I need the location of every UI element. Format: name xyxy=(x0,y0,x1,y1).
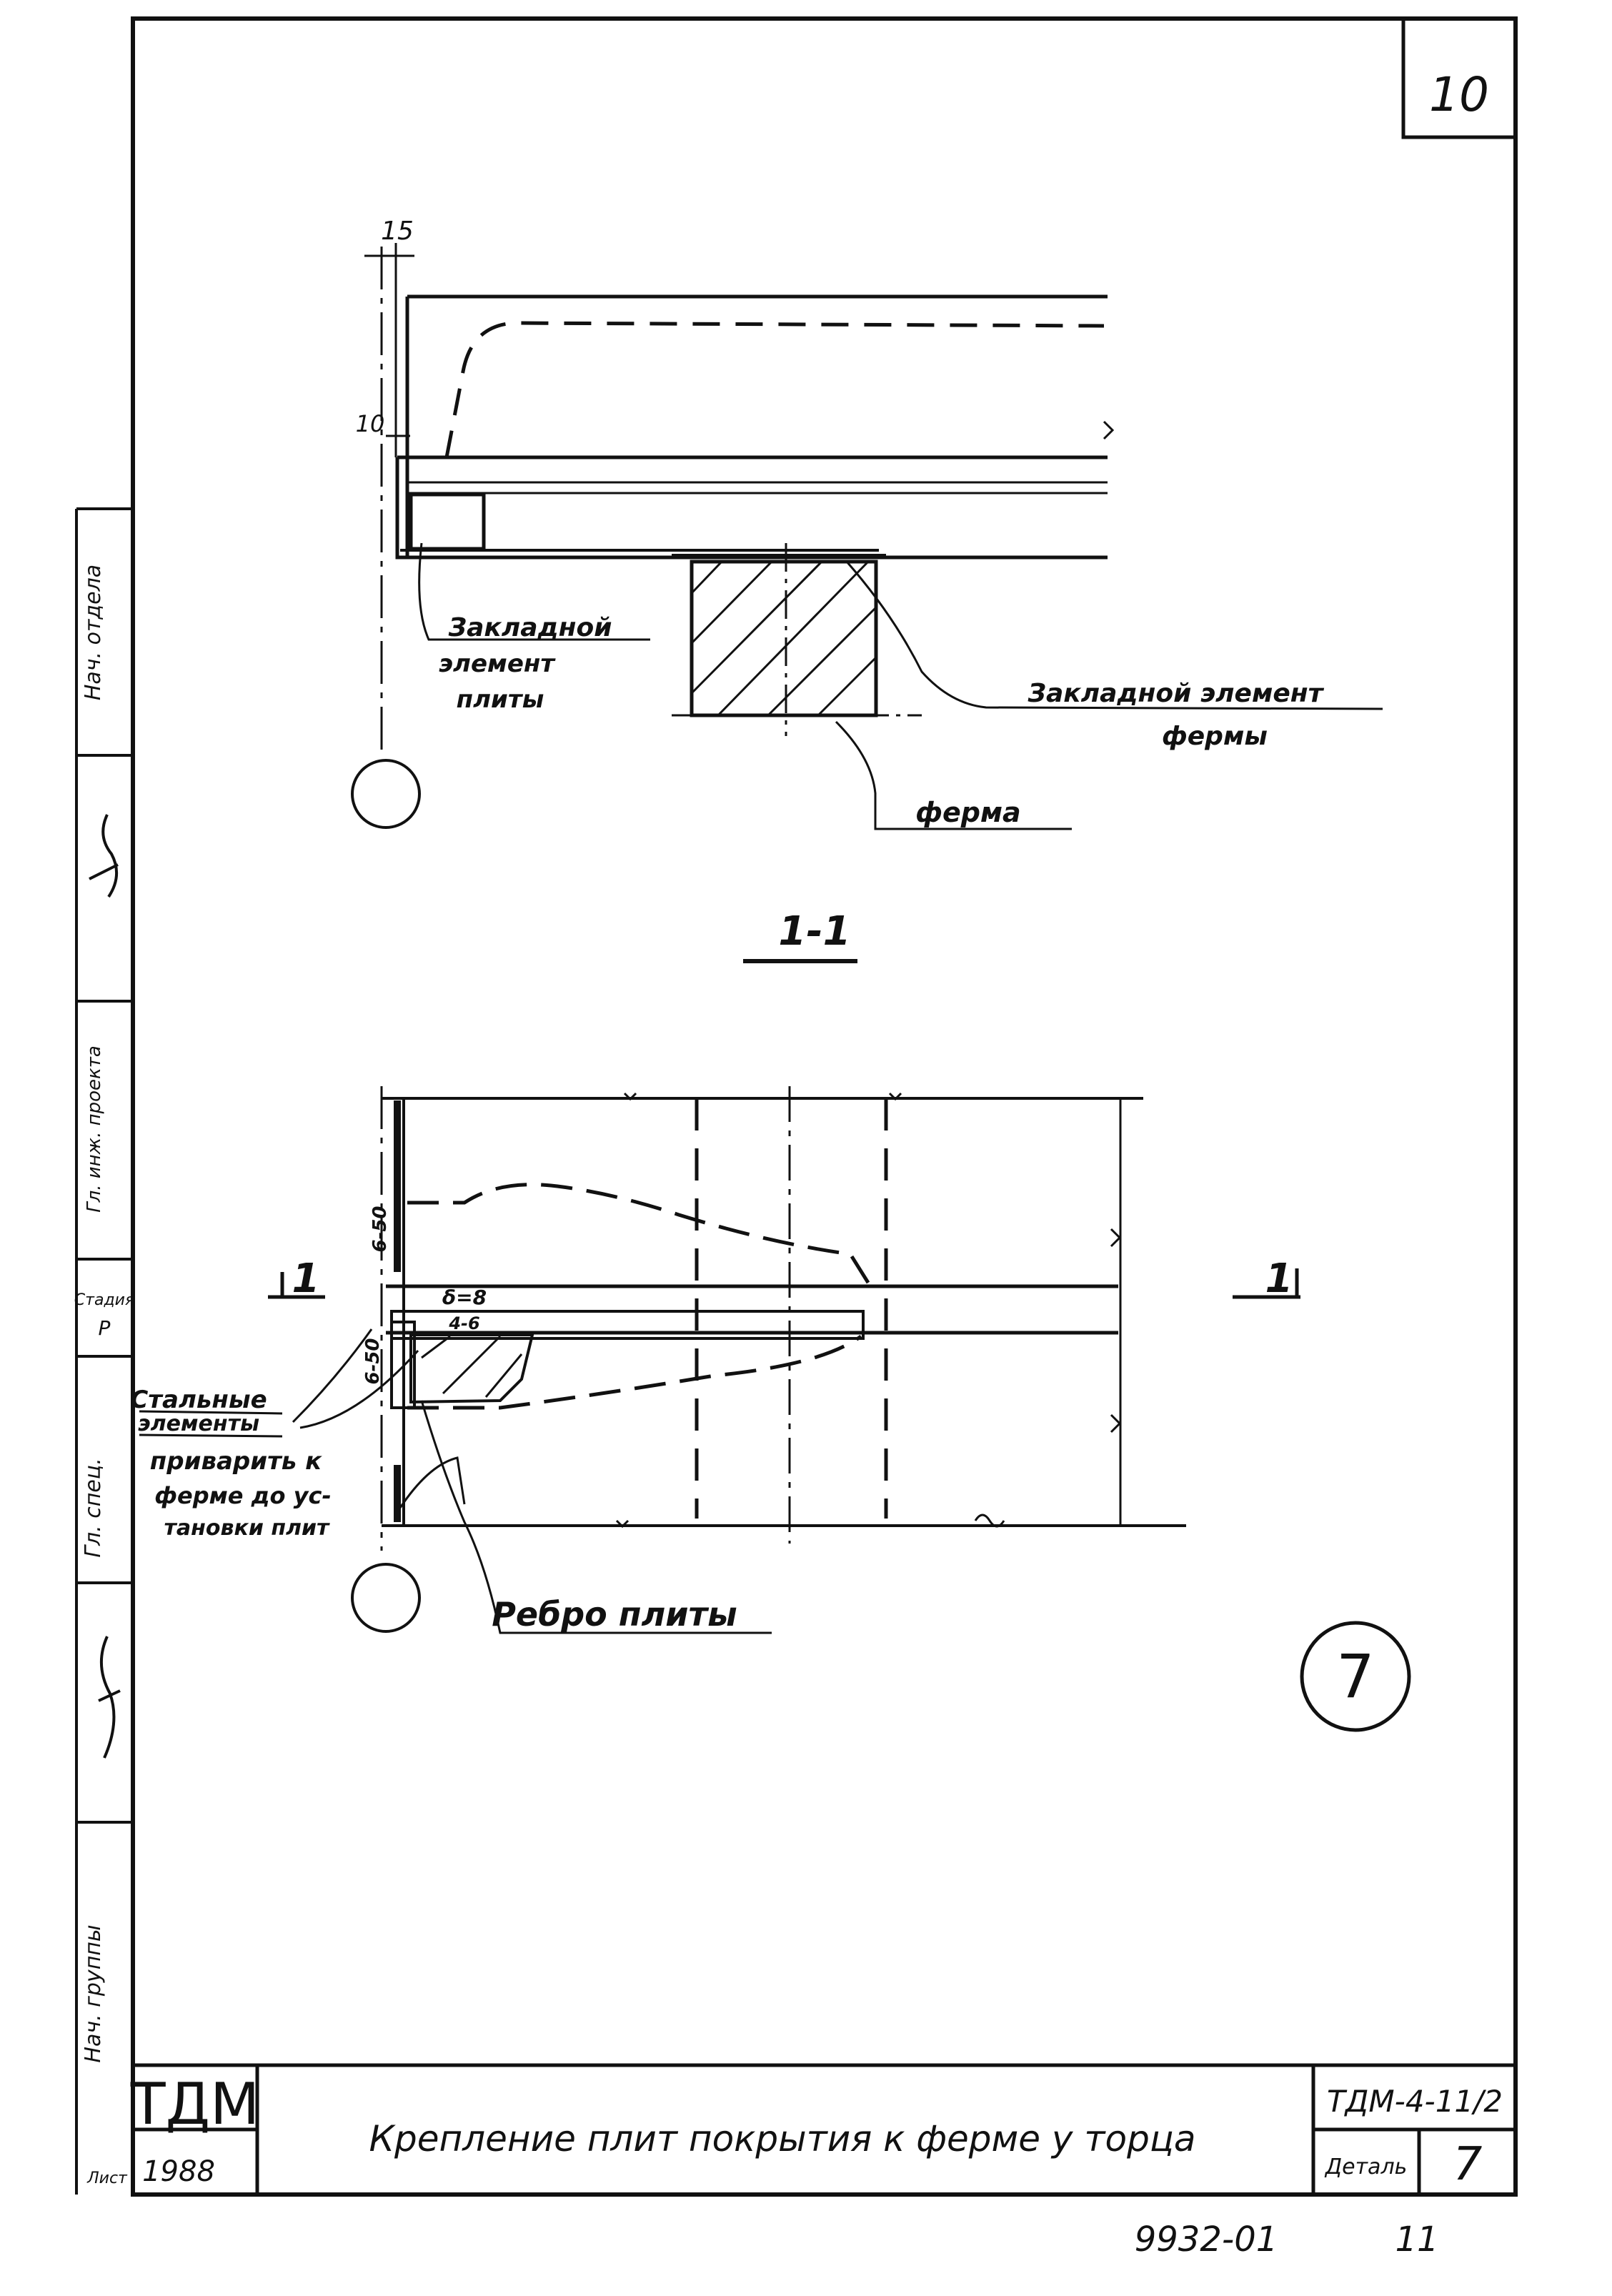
org-name: ТДМ xyxy=(130,2071,259,2137)
stamp-label-stage: Стадия xyxy=(74,1291,134,1309)
detail-number: 7 xyxy=(1453,2138,1483,2191)
axis-bubble-upper xyxy=(351,759,421,829)
page-number-box: 10 xyxy=(1401,19,1516,139)
detail-mark-circle xyxy=(1300,1621,1411,1732)
dim-plate: δ=8 xyxy=(442,1286,487,1309)
bottom-code: 9932-01 xyxy=(1135,2220,1278,2260)
truss-section xyxy=(690,560,878,717)
label-plate-embed-2: элемент xyxy=(439,650,556,678)
cut-mark-left: 1 xyxy=(292,1256,320,1302)
axis-bubble-plan xyxy=(351,1563,421,1633)
bottom-page: 11 xyxy=(1395,2220,1438,2260)
label-plate-embed-3: плиты xyxy=(457,685,544,714)
label-plate-embed-1: Закладной xyxy=(448,613,612,642)
upper-view: 15 10 Закладной элемент плиты Закладной … xyxy=(351,217,1383,830)
stamp-label-group-head: Нач. группы xyxy=(81,1924,106,2062)
section-title: 1-1 xyxy=(778,908,850,955)
rib-section xyxy=(409,1333,534,1404)
page-number: 10 xyxy=(1429,67,1489,122)
label-truss: ферма xyxy=(915,797,1020,828)
detail-label: Деталь xyxy=(1324,2155,1408,2180)
sheet-frame xyxy=(131,16,1518,2197)
stamp-label-stage-value: Р xyxy=(99,1316,111,1340)
note-line-5: тановки плит xyxy=(164,1516,331,1541)
dim-weld-top: 6-50 xyxy=(369,1206,391,1252)
reinforcement-dashed xyxy=(444,321,1105,458)
stamp-label-chief-spec: Гл. спец. xyxy=(81,1458,106,1557)
title-block: ТДМ 1988 Крепление плит покрытия к ферме… xyxy=(130,2063,1516,2195)
stamp-label-sheet: Лист xyxy=(86,2170,128,2187)
stamp-label-chief-engineer: Гл. инж. проекта xyxy=(84,1045,105,1213)
note-line-1: Стальные xyxy=(130,1386,267,1414)
stamp-label-dept-head: Нач. отдела xyxy=(81,565,106,700)
label-truss-embed-2: фермы xyxy=(1162,722,1268,751)
note-line-3: приварить к xyxy=(150,1447,322,1476)
dim-15: 15 xyxy=(381,217,414,246)
detail-mark: 7 xyxy=(1336,1641,1374,1711)
label-truss-embed-1: Закладной элемент xyxy=(1027,679,1324,708)
side-stamp: Нач. группы Гл. спец. Гл. инж. проекта Н… xyxy=(74,507,134,2195)
dim-10: 10 xyxy=(356,410,385,437)
plan-view: 1 1 6-50 δ=8 4-6 6-50 Стальные элементы … xyxy=(130,1086,1300,1634)
dim-weld-side: 6-50 xyxy=(362,1338,384,1384)
year: 1988 xyxy=(142,2155,215,2188)
truss-dashed xyxy=(695,1098,888,1519)
note-line-4: ферме до ус- xyxy=(154,1482,331,1509)
drawing-title: Крепление плит покрытия к ферме у торца xyxy=(369,2118,1195,2160)
label-rib: Ребро плиты xyxy=(492,1595,737,1634)
plate-embed xyxy=(409,492,486,551)
note-line-2: элементы xyxy=(138,1411,259,1436)
dim-weld-small: 4-6 xyxy=(448,1313,479,1333)
plate-outline xyxy=(395,294,1108,560)
drawing-code: ТДМ-4-11/2 xyxy=(1327,2084,1503,2119)
cut-mark-right: 1 xyxy=(1265,1256,1293,1302)
